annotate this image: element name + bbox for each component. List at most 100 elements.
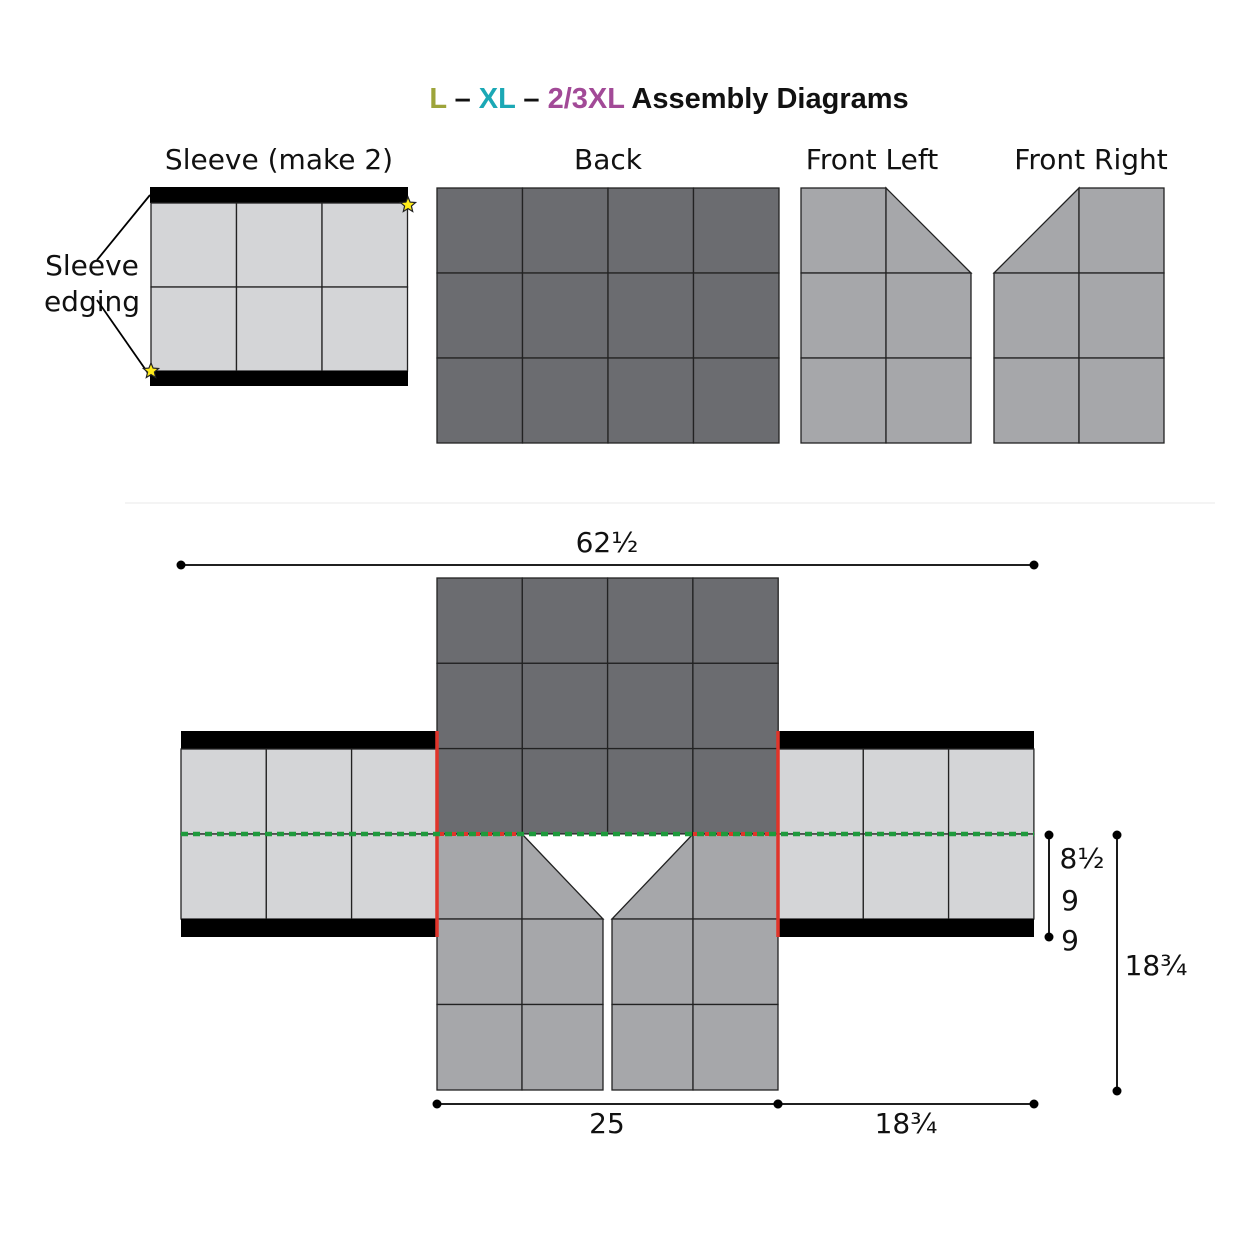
top-sleeve-panel — [141, 187, 418, 386]
total-width-dimension-end — [176, 560, 186, 570]
dimension-lines — [176, 560, 1122, 1109]
armhole-dimension-end — [1044, 830, 1054, 840]
assembled-front-right-square — [611, 1003, 694, 1091]
armhole-size-2-3xl-label: 9 — [1061, 924, 1079, 957]
title-sep-1: – — [447, 83, 479, 115]
front-right-neck-triangle — [992, 186, 1080, 274]
assembled-back-square — [606, 662, 694, 750]
title-size-xl: XL — [479, 83, 516, 115]
left-sleeve-square — [265, 833, 353, 920]
assembled-front-right-neck — [610, 832, 694, 920]
back-square — [436, 187, 524, 274]
sleeve-edging-top — [150, 187, 408, 203]
front-right-label: Front Right — [1014, 143, 1167, 176]
assembled-garment — [180, 577, 1035, 1091]
front-left-square — [800, 187, 887, 274]
assembled-front-right-square — [692, 833, 779, 920]
assembled-back-square — [692, 577, 779, 664]
right-sleeve-square — [947, 748, 1035, 835]
right-sleeve-edging-bottom — [778, 919, 1034, 937]
left-sleeve-edging-top — [181, 731, 437, 749]
assembled-front-right-square — [611, 918, 694, 1006]
back-square — [607, 187, 695, 274]
assembled-back-square — [692, 747, 779, 835]
back-square — [607, 357, 695, 444]
back-square — [436, 272, 524, 359]
armhole-size-xl-label: 9 — [1061, 884, 1079, 917]
right-sleeve-square — [947, 833, 1035, 920]
edging-pointer-top — [96, 194, 151, 261]
top-back-panel — [436, 187, 780, 444]
back-square — [692, 272, 780, 359]
sleeve-square — [150, 286, 238, 372]
front-left-neck-triangle — [885, 186, 973, 274]
back-square — [692, 357, 780, 444]
right-sleeve-edging-top — [778, 731, 1034, 749]
body-width-label: 25 — [589, 1107, 625, 1140]
front-left-label: Front Left — [806, 143, 938, 176]
back-square — [436, 357, 524, 444]
assembled-front-right-square — [692, 918, 779, 1006]
back-square — [521, 272, 609, 359]
diagram-title: L – XL – 2/3XL Assembly Diagrams — [429, 83, 908, 115]
front-left-square — [885, 357, 972, 444]
sleeve-length-label: 18¾ — [875, 1107, 938, 1140]
right-sleeve-square — [777, 833, 864, 920]
sleeve-length-dimension-end — [1029, 1099, 1039, 1109]
assembled-back-square — [521, 747, 609, 835]
left-sleeve-edging-bottom — [181, 919, 437, 937]
sleeve-square — [235, 202, 323, 288]
left-sleeve-square — [265, 748, 353, 835]
right-sleeve-square — [862, 748, 950, 835]
assembled-front-left-neck — [521, 832, 605, 920]
sleeve-edging-label-line2: edging — [44, 285, 140, 318]
armhole-size-l-label: 8½ — [1060, 842, 1105, 875]
front-right-square — [993, 357, 1080, 444]
assembled-front-left-square — [521, 918, 604, 1006]
title-sep-2: – — [515, 83, 547, 115]
left-sleeve-square — [180, 748, 267, 835]
body-width-dimension-end — [432, 1099, 442, 1109]
right-sleeve-square — [862, 833, 950, 920]
assembled-back-square — [521, 577, 609, 664]
assembled-back-square — [436, 747, 523, 835]
assembled-back-square — [436, 577, 523, 664]
sleeve-square — [321, 202, 409, 288]
sleeve-square — [235, 286, 323, 372]
assembled-front-left-square — [521, 1003, 604, 1091]
assembled-back-square — [606, 577, 694, 664]
assembled-front-left-square — [436, 918, 523, 1006]
back-square — [692, 187, 780, 274]
front-right-square — [1078, 272, 1165, 359]
title-rest: Assembly Diagrams — [624, 83, 908, 115]
sleeve-length-dimension-end — [773, 1099, 783, 1109]
front-left-square — [800, 357, 887, 444]
assembled-back-square — [436, 662, 523, 750]
sleeve-edging-label-line1: Sleeve — [45, 249, 139, 282]
assembled-front-left-square — [436, 1003, 523, 1091]
back-label: Back — [574, 143, 643, 176]
assembled-back-square — [692, 662, 779, 750]
sleeve-edging-bottom — [150, 371, 408, 386]
top-front-left-panel — [800, 186, 973, 444]
total-width-label: 62½ — [576, 526, 639, 559]
armhole-dimension-end — [1044, 932, 1054, 942]
title-size-l: L — [429, 83, 446, 115]
title-size-2-3xl: 2/3XL — [548, 83, 625, 115]
overall-height-label: 18¾ — [1125, 949, 1188, 982]
left-sleeve-square — [180, 833, 267, 920]
assembled-front-left-square — [436, 833, 523, 920]
left-sleeve-square — [350, 833, 438, 920]
assembled-back-square — [606, 747, 694, 835]
front-right-square — [993, 272, 1080, 359]
star-marker-bottom — [141, 361, 161, 379]
assembled-back-square — [521, 662, 609, 750]
back-square — [521, 357, 609, 444]
front-right-square — [1078, 357, 1165, 444]
total-width-dimension-end — [1029, 560, 1039, 570]
star-marker-top — [398, 195, 418, 213]
overall-height-dimension-end — [1112, 830, 1122, 840]
front-right-square — [1078, 187, 1165, 274]
front-left-square — [885, 272, 972, 359]
